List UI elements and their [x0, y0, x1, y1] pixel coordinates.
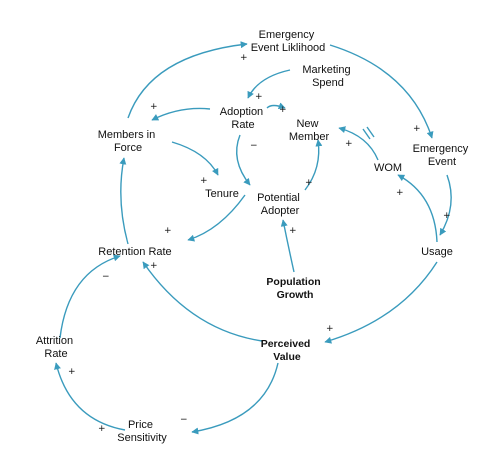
node-wom: WOM: [374, 162, 402, 174]
node-attrition-rate: Attrition Rate: [36, 335, 76, 360]
delay-marker: [362, 126, 375, 140]
polarity-usage-to-wom: +: [396, 188, 404, 198]
polarity-population-to-potential: +: [289, 226, 297, 236]
node-tenure: Tenure: [205, 188, 239, 200]
polarity-attrition-to-retention: −: [180, 415, 188, 425]
link-population-to-potential: [280, 219, 295, 273]
link-perceived-to-retention: [142, 261, 263, 342]
link-adoption-to-new-member: [266, 102, 286, 110]
node-usage: Usage: [421, 246, 453, 258]
link-members-to-likelihood: [127, 41, 248, 119]
polarity-usage-to-perceived: +: [326, 324, 334, 334]
link-retention-to-members: [119, 157, 129, 245]
node-members-in-force: Members in Force: [98, 129, 159, 154]
node-perceived-value: Perceived Value: [261, 338, 314, 363]
polarity-perceived-to-price: +: [68, 367, 76, 377]
polarity-members-to-likelihood: +: [240, 53, 248, 63]
polarity-tenure-to-retention: +: [164, 226, 172, 236]
link-adoption-to-members: [151, 107, 211, 121]
polarity-adoption-to-new-member: +: [279, 105, 287, 115]
node-new-member: New Member: [289, 118, 330, 143]
link-perceived-to-price: [191, 362, 279, 435]
polarity-price-to-attrition: +: [98, 424, 106, 434]
link-members-to-tenure: [171, 141, 219, 176]
node-population-growth: Population Growth: [266, 276, 323, 301]
polarity-wom-to-new-member: +: [345, 139, 353, 149]
link-attrition-to-retention: [59, 254, 121, 339]
node-marketing-spend: Marketing Spend: [302, 64, 353, 89]
link-marketing-to-adoption: [247, 69, 291, 99]
link-adoption-to-potential: [236, 134, 251, 186]
node-emergency-event: Emergency Event: [413, 143, 472, 168]
polarity-marketing-to-adoption: +: [255, 92, 263, 102]
link-usage-to-wom: [397, 174, 438, 243]
polarity-retention-to-members: +: [150, 261, 158, 271]
polarity-adoption-to-members: +: [150, 102, 158, 112]
node-price-sensitivity: Price Sensitivity: [117, 419, 167, 444]
link-likelihood-to-event: [329, 44, 434, 139]
link-tenure-to-retention: [187, 194, 246, 242]
polarity-event-to-usage: +: [443, 211, 451, 221]
node-emergency-event-likelihood: Emergency Event Liklihood: [251, 29, 326, 54]
link-potential-to-new-member: [304, 139, 323, 191]
link-usage-to-perceived: [324, 261, 438, 344]
polarity-likelihood-to-event: +: [413, 124, 421, 134]
node-adoption-rate: Adoption Rate: [220, 106, 267, 131]
polarity-members-to-tenure: +: [200, 176, 208, 186]
link-wom-to-new-member: [338, 126, 379, 161]
link-event-to-usage: [439, 174, 452, 236]
link-price-to-attrition: [54, 362, 126, 431]
polarity-perceived-to-retention: −: [102, 272, 110, 282]
node-retention-rate: Retention Rate: [98, 246, 171, 258]
node-potential-adopter: Potential Adopter: [257, 192, 303, 217]
polarity-potential-to-new-member: +: [305, 178, 313, 188]
polarity-adoption-to-potential: −: [250, 141, 258, 151]
